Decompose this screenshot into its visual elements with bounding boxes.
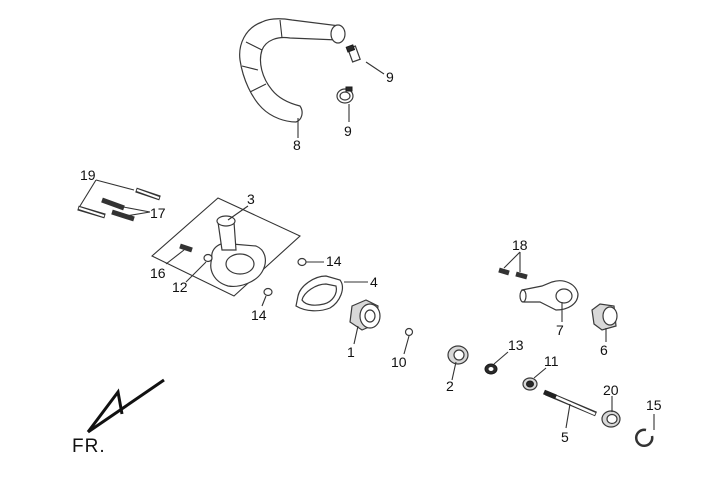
bolt-part-17-b[interactable] xyxy=(515,271,528,280)
callout-4: 4 xyxy=(370,274,378,290)
callout-12: 11 xyxy=(544,353,559,369)
callout-17: 18 xyxy=(512,237,528,253)
bolt-part-19-a[interactable] xyxy=(135,187,161,201)
callout-20: 20 xyxy=(603,382,619,398)
clamp-part-9-upper[interactable] xyxy=(345,44,361,63)
pump-cover-part-3[interactable] xyxy=(210,215,266,287)
callout-14-lower: 14 xyxy=(251,307,267,323)
shaft-part-5[interactable] xyxy=(543,389,597,417)
bolt-part-17-a[interactable] xyxy=(498,267,510,276)
thermostat-housing-part-7[interactable] xyxy=(519,280,579,311)
front-direction-arrow-icon xyxy=(86,378,165,434)
seal-part-12[interactable] xyxy=(522,377,538,391)
bolt-part-16[interactable] xyxy=(179,243,193,253)
callout-1: 1 xyxy=(347,344,355,360)
dowel-part-14-upper[interactable] xyxy=(297,257,307,267)
front-direction-label: FR. xyxy=(72,436,106,457)
assembly-outline-box xyxy=(151,197,301,297)
callout-7: 7 xyxy=(556,322,564,338)
callout-19: 19 xyxy=(80,167,96,183)
callout-5: 5 xyxy=(561,429,569,445)
callout-14-upper: 14 xyxy=(326,253,342,269)
callout-2: 2 xyxy=(446,378,454,394)
bolt-part-19-b[interactable] xyxy=(77,205,106,219)
washer-part-11[interactable] xyxy=(203,253,213,263)
dowel-part-14-lower[interactable] xyxy=(263,287,273,297)
washer-part-10[interactable] xyxy=(404,327,414,337)
callout-6: 6 xyxy=(600,342,608,358)
callout-16: 16 xyxy=(150,265,166,281)
clamp-part-9-lower[interactable] xyxy=(336,86,354,104)
impeller-part-1[interactable] xyxy=(349,299,381,331)
bolt-part-18-b[interactable] xyxy=(111,209,135,222)
callout-11: 12 xyxy=(172,279,188,295)
callout-8: 8 xyxy=(293,137,301,153)
thermostat-part-6[interactable] xyxy=(591,303,618,331)
callout-9-lower: 9 xyxy=(344,123,352,139)
gasket-part-4[interactable] xyxy=(295,275,343,312)
callout-10: 10 xyxy=(391,354,407,370)
callout-3: 3 xyxy=(247,191,255,207)
leader-lines xyxy=(79,61,655,430)
circlip-part-15[interactable] xyxy=(634,428,654,448)
callout-18: 17 xyxy=(150,205,166,221)
seal-part-13[interactable] xyxy=(484,363,498,375)
bearing-part-20[interactable] xyxy=(601,410,621,428)
callout-9-upper: 9 xyxy=(386,69,394,85)
callout-15: 15 xyxy=(646,397,662,413)
callout-13: 13 xyxy=(508,337,524,353)
hose-part-8[interactable] xyxy=(239,18,346,123)
seal-part-2[interactable] xyxy=(447,345,469,365)
